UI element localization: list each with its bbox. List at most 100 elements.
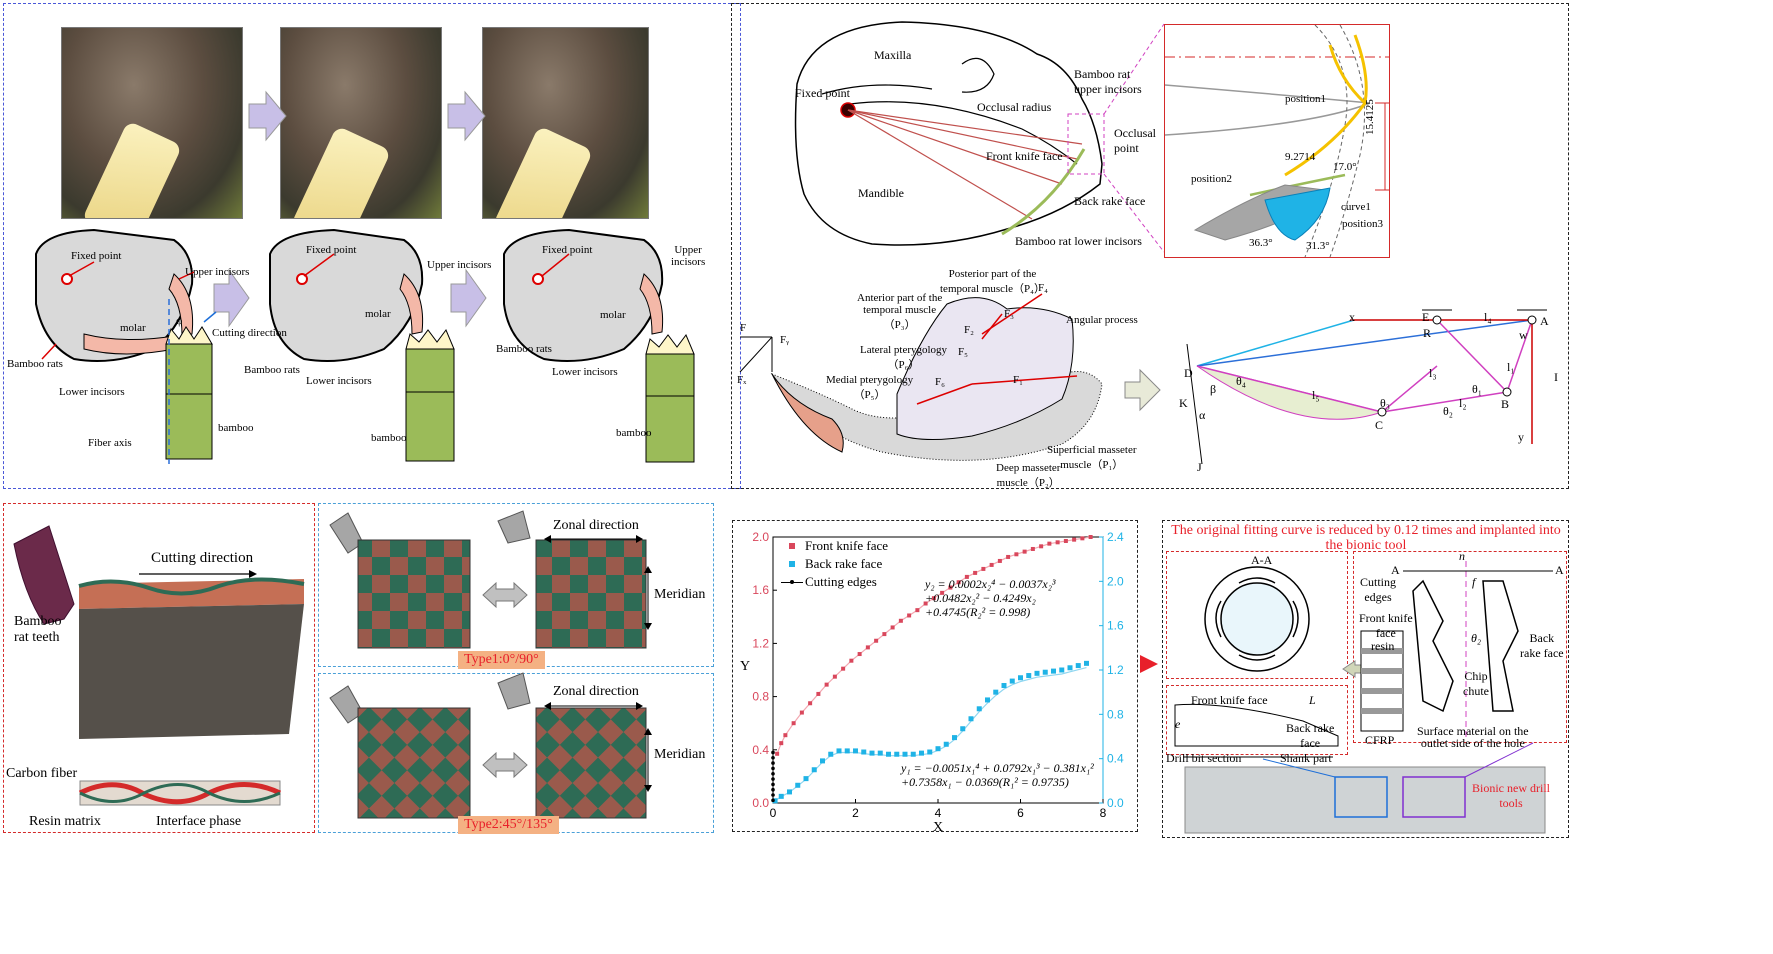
- label-mandible: Mandible: [858, 186, 904, 200]
- y-left-tick-label: 0.8: [752, 690, 769, 704]
- label-phi: φ: [176, 315, 183, 327]
- mech-x: x: [1349, 310, 1355, 324]
- front-point: [1022, 549, 1027, 554]
- front-point: [1080, 536, 1085, 541]
- mech-theta4: θ₄: [1236, 374, 1246, 388]
- legend-line-dot-icon: [781, 579, 803, 584]
- label-n: n: [1459, 549, 1465, 563]
- back-point: [910, 751, 916, 757]
- legend-label-back: Back rake face: [805, 556, 883, 571]
- legend-square-icon: [789, 561, 795, 567]
- photo-bamboo-rat-1: [61, 27, 243, 219]
- back-point: [952, 735, 957, 741]
- arrow-right-icon: [450, 268, 487, 328]
- label-F4: F₄: [1038, 282, 1048, 294]
- label-cfrp: CFRP: [1365, 733, 1395, 747]
- label-zonal-direction-1: Zonal direction: [553, 518, 639, 533]
- back-point: [993, 689, 999, 695]
- back-point: [919, 750, 924, 756]
- back-point: [811, 767, 817, 773]
- badge-type2: Type2:45°/135°: [458, 816, 559, 834]
- edge-point: [771, 787, 775, 792]
- label-molar-3: molar: [600, 309, 626, 321]
- front-point: [997, 558, 1002, 563]
- skull-1: [35, 228, 194, 363]
- front-point: [775, 751, 780, 756]
- label-A-right: A: [1555, 563, 1564, 577]
- label-drill-bit-section: Drill bit section: [1166, 751, 1242, 765]
- edge-point: [771, 766, 775, 771]
- back-point: [853, 748, 858, 754]
- x-tick-label: 2: [852, 806, 859, 820]
- label-maxilla: Maxilla: [874, 48, 912, 62]
- bamboo-1: [165, 326, 213, 460]
- edge-point: [771, 782, 775, 787]
- mech-theta2: θ₂: [1443, 404, 1453, 418]
- x-tick-label: 0: [770, 806, 777, 820]
- back-point: [836, 748, 842, 754]
- legend-label-edges: Cutting edges: [805, 574, 877, 589]
- back-point: [1026, 673, 1032, 679]
- back-point: [1034, 670, 1040, 676]
- label-zonal-direction-2: Zonal direction: [553, 684, 639, 699]
- label-interface-phase: Interface phase: [156, 814, 242, 829]
- front-point: [1006, 554, 1011, 559]
- label-back-rake-face-f: Back rake face: [1286, 721, 1335, 750]
- back-point: [976, 706, 982, 712]
- front-point: [890, 625, 895, 630]
- front-point: [981, 566, 986, 571]
- inset-tooth-positions: position1 position2 position3 curve1 9.2…: [1164, 24, 1390, 258]
- front-point: [948, 585, 953, 590]
- drill-view-box: [1353, 551, 1567, 743]
- front-point: [1063, 538, 1068, 543]
- back-point: [927, 749, 933, 755]
- label-lateral-pterygoid: Lateral pterygology （P₆）: [860, 344, 948, 371]
- y-left-tick-label: 0.4: [752, 743, 769, 757]
- skull-2: [269, 228, 424, 363]
- label-resin: resin: [1371, 639, 1395, 653]
- mech-beta: β: [1210, 382, 1217, 396]
- label-fixed-point-2: Fixed point: [306, 244, 357, 256]
- mech-theta3: θ₃: [1380, 396, 1390, 410]
- front-point: [1030, 546, 1035, 551]
- label-bionic-drill: Bionic new drill tools: [1472, 781, 1550, 810]
- y-left-tick-label: 1.6: [752, 583, 769, 597]
- photo-bamboo-rat-2: [280, 27, 442, 219]
- panel-e-drawing: [329, 510, 652, 819]
- front-point: [989, 562, 994, 567]
- edge-point: [771, 771, 775, 776]
- label-shank-part: Shank part: [1280, 751, 1332, 765]
- front-point: [791, 721, 796, 726]
- y-left-tick-label: 2.0: [752, 530, 769, 544]
- y-left-tick-label: 1.2: [752, 636, 769, 650]
- front-point: [816, 691, 821, 696]
- back-point: [772, 798, 778, 804]
- back-point: [1051, 668, 1056, 674]
- label-back-rake-face-b: Back rake face: [1074, 194, 1146, 208]
- back-point: [902, 751, 908, 757]
- label-medial-pterygoid: Medial pterygology （P₅）: [826, 374, 914, 401]
- label-chip-chute: Chip chute: [1463, 669, 1489, 698]
- front-point: [849, 658, 854, 663]
- back-point: [844, 748, 850, 754]
- front-point: [857, 652, 862, 657]
- edge-point: [771, 750, 775, 755]
- legend-square-icon: [789, 543, 795, 549]
- label-fiber-axis: Fiber axis: [88, 437, 132, 449]
- label-surface-material: Surface material on the outlet side of t…: [1417, 724, 1529, 750]
- y-right-tick-label: 2.0: [1107, 574, 1124, 588]
- front-point: [824, 682, 829, 687]
- front-point: [915, 608, 920, 613]
- label-position2: position2: [1191, 173, 1232, 185]
- panel-bionic-drill: The original fitting curve is reduced by…: [1162, 520, 1569, 838]
- label-anterior-temporal: Anterior part of the temporal muscle （P₃…: [857, 292, 943, 331]
- label-meridian-1: Meridian: [654, 587, 706, 602]
- mech-theta1: θ₁: [1472, 382, 1482, 396]
- back-point: [778, 793, 784, 799]
- panel-a-drawings: [35, 90, 695, 464]
- label-upper-incisors-b: Bamboo rat upper incisors: [1074, 67, 1142, 96]
- label-upper-incisors-3: Upper incisors: [671, 244, 706, 268]
- label-bamboo-3: bamboo: [616, 427, 652, 439]
- label-dim-17-0: 17.0°: [1333, 161, 1357, 173]
